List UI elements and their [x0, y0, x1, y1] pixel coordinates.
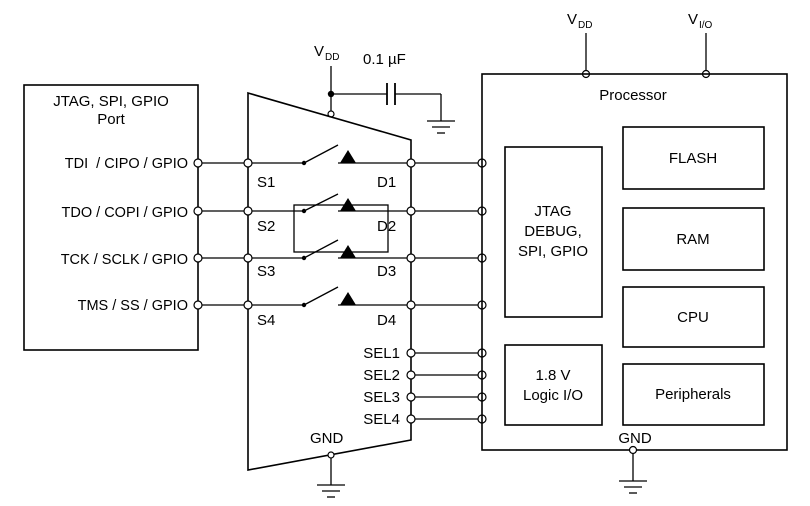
source-label-s3: S3 [257, 263, 275, 280]
flash-block [622, 126, 765, 190]
ram-block [622, 207, 765, 271]
source-label-s1: S1 [257, 174, 275, 191]
logic-block-line2: Logic I/O [523, 387, 583, 404]
mux-s1-pin [243, 158, 253, 168]
mux-gnd-pin [327, 451, 335, 459]
switch-2-diode-icon [340, 198, 356, 211]
s2-s3-bracket [293, 204, 389, 253]
mux-sel3-pin [406, 392, 416, 402]
channel-4 [193, 286, 487, 310]
mux-sel2-pin [406, 370, 416, 380]
port-pin-label-4: TMS / SS / GPIO [78, 298, 188, 314]
mux-vdd-supply: V DD [314, 43, 339, 118]
drain-label-d1: D1 [377, 174, 396, 191]
jtag-block-line1: JTAG [534, 203, 571, 220]
flash-label: FLASH [669, 150, 717, 167]
capacitor-value-label: 0.1 µF [363, 51, 406, 68]
peripherals-label: Peripherals [655, 386, 731, 403]
sel-label-1: SEL1 [363, 345, 400, 362]
peripherals-block [622, 363, 765, 426]
port-pin-label-2: TDO / COPI / GPIO [62, 205, 189, 221]
mux-d3-pin [406, 253, 416, 263]
port-title-line2: Port [97, 111, 125, 128]
mux-vdd-subscript: DD [325, 52, 339, 63]
ram-label: RAM [676, 231, 709, 248]
mux-sel1-pin [406, 348, 416, 358]
sel-label-2: SEL2 [363, 367, 400, 384]
cpu-block [622, 286, 765, 348]
processor-vio-label: V [688, 11, 698, 28]
mux-d4-pin [406, 300, 416, 310]
switch-1-diode-icon [340, 150, 356, 163]
processor-vdd-subscript: DD [578, 20, 592, 31]
channel-3 [193, 239, 487, 263]
jtag-port-box [23, 84, 199, 351]
mux-body [247, 91, 412, 471]
port-title-line1: JTAG, SPI, GPIO [53, 93, 169, 110]
processor-title: Processor [599, 87, 667, 104]
cpu-label: CPU [677, 309, 709, 326]
jtag-debug-block [504, 146, 603, 318]
select-lines [406, 348, 487, 424]
switch-1-blade [303, 144, 339, 164]
switch-2-blade [303, 193, 339, 212]
source-label-s4: S4 [257, 312, 275, 329]
port-pin-label-1: TDI / CIPO / GPIO [65, 156, 188, 172]
jtag-port: JTAG, SPI, GPIO Port TDI / CIPO / GPIO T… [23, 84, 199, 351]
source-label-s2: S2 [257, 218, 275, 235]
switch-3-diode-icon [340, 245, 356, 258]
processor-ground-icon [619, 480, 647, 494]
drain-label-d3: D3 [377, 263, 396, 280]
switch-3-blade [303, 239, 339, 259]
mux-d2-pin [406, 206, 416, 216]
jtag-block-line2: DEBUG, [524, 223, 582, 240]
switch-4-blade [303, 286, 339, 306]
processor: Processor JTAG DEBUG, SPI, GPIO 1.8 V Lo… [481, 73, 788, 494]
capacitor-ground-icon [427, 120, 455, 134]
switch-mux: S1 S2 S3 S4 D1 D2 D3 D4 SEL1 SEL2 SEL3 S… [247, 91, 412, 498]
sel-label-4: SEL4 [363, 411, 400, 428]
mux-gnd-label: GND [310, 430, 344, 447]
mux-d1-pin [406, 158, 416, 168]
mux-s3-pin [243, 253, 253, 263]
port-pin-label-3: TCK / SCLK / GPIO [61, 252, 188, 268]
channel-2 [193, 193, 487, 216]
switch-4-diode-icon [340, 292, 356, 305]
sel-label-3: SEL3 [363, 389, 400, 406]
port-pin-1 [193, 158, 203, 168]
processor-vdd-supply: V DD [567, 11, 592, 79]
processor-vio-supply: V I/O [688, 11, 713, 79]
mux-s2-pin [243, 206, 253, 216]
jtag-block-line3: SPI, GPIO [518, 243, 588, 260]
mux-sel4-pin [406, 414, 416, 424]
processor-vdd-label: V [567, 11, 577, 28]
processor-gnd-label: GND [618, 430, 652, 447]
port-pin-4 [193, 300, 203, 310]
channel-1 [193, 144, 487, 168]
port-pin-2 [193, 206, 203, 216]
port-pin-3 [193, 253, 203, 263]
logic-block-line1: 1.8 V [535, 367, 570, 384]
drain-label-d2: D2 [377, 218, 396, 235]
mux-ground-icon [317, 484, 345, 498]
drain-label-d4: D4 [377, 312, 396, 329]
decoupling-capacitor: 0.1 µF [331, 51, 455, 134]
mux-vdd-label: V [314, 43, 324, 60]
mux-s4-pin [243, 300, 253, 310]
processor-vio-subscript: I/O [699, 20, 713, 31]
logic-io-block [504, 344, 603, 426]
processor-gnd-pin [628, 445, 638, 455]
